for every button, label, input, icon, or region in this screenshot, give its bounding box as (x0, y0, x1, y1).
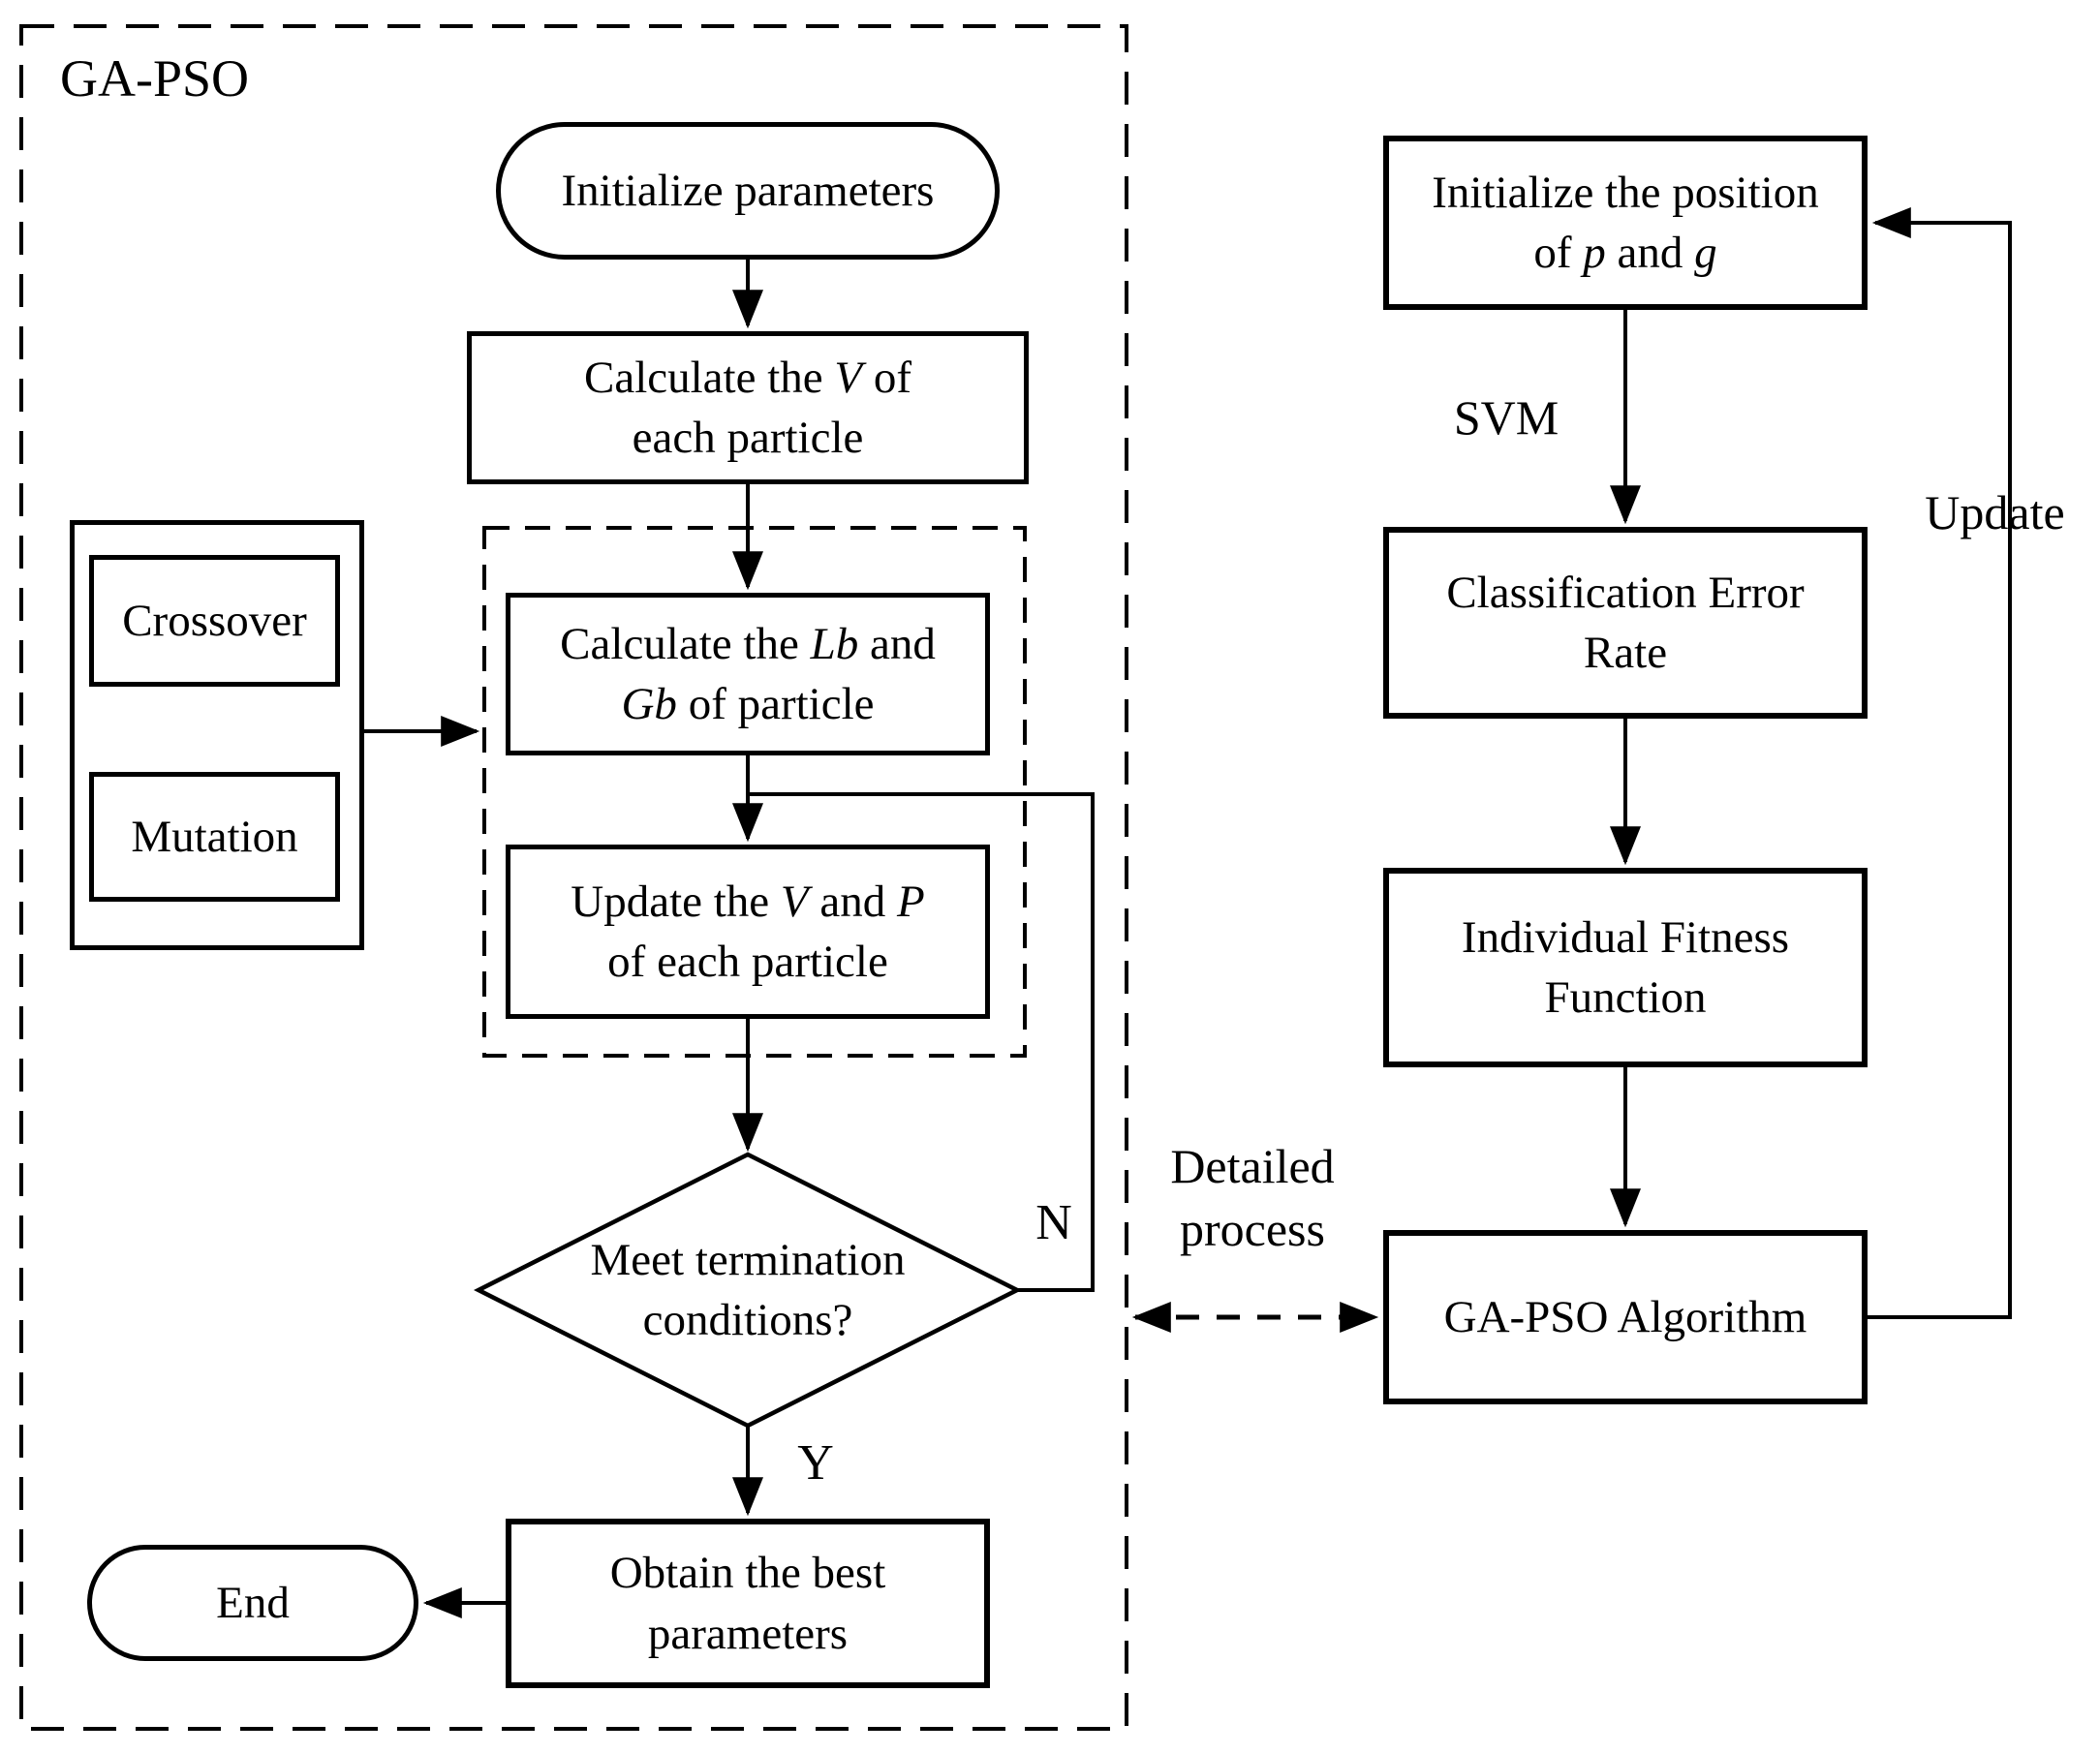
branch-no-label: N (1035, 1195, 1072, 1250)
node-end: End (87, 1545, 418, 1661)
svm-edge-label: SVM (1453, 390, 1560, 445)
decision-diamond-shape (473, 1152, 1023, 1429)
edge-decision-no-loop (750, 792, 1095, 1292)
inner-dashed-boundary (482, 526, 1027, 1058)
node-gapso-algorithm: GA-PSO Algorithm (1383, 1230, 1868, 1404)
update-edge-label: Update (1925, 485, 2065, 539)
node-initialize-parameters: Initialize parameters (496, 122, 1000, 260)
edge-update-feedback (1868, 207, 2012, 1319)
gapso-dashed-boundary (19, 24, 1128, 1731)
node-mutation: Mutation (89, 772, 340, 902)
branch-yes-label: Y (797, 1435, 834, 1491)
gapso-group-label: GA-PSO (60, 49, 250, 108)
node-crossover: Crossover (89, 555, 340, 687)
